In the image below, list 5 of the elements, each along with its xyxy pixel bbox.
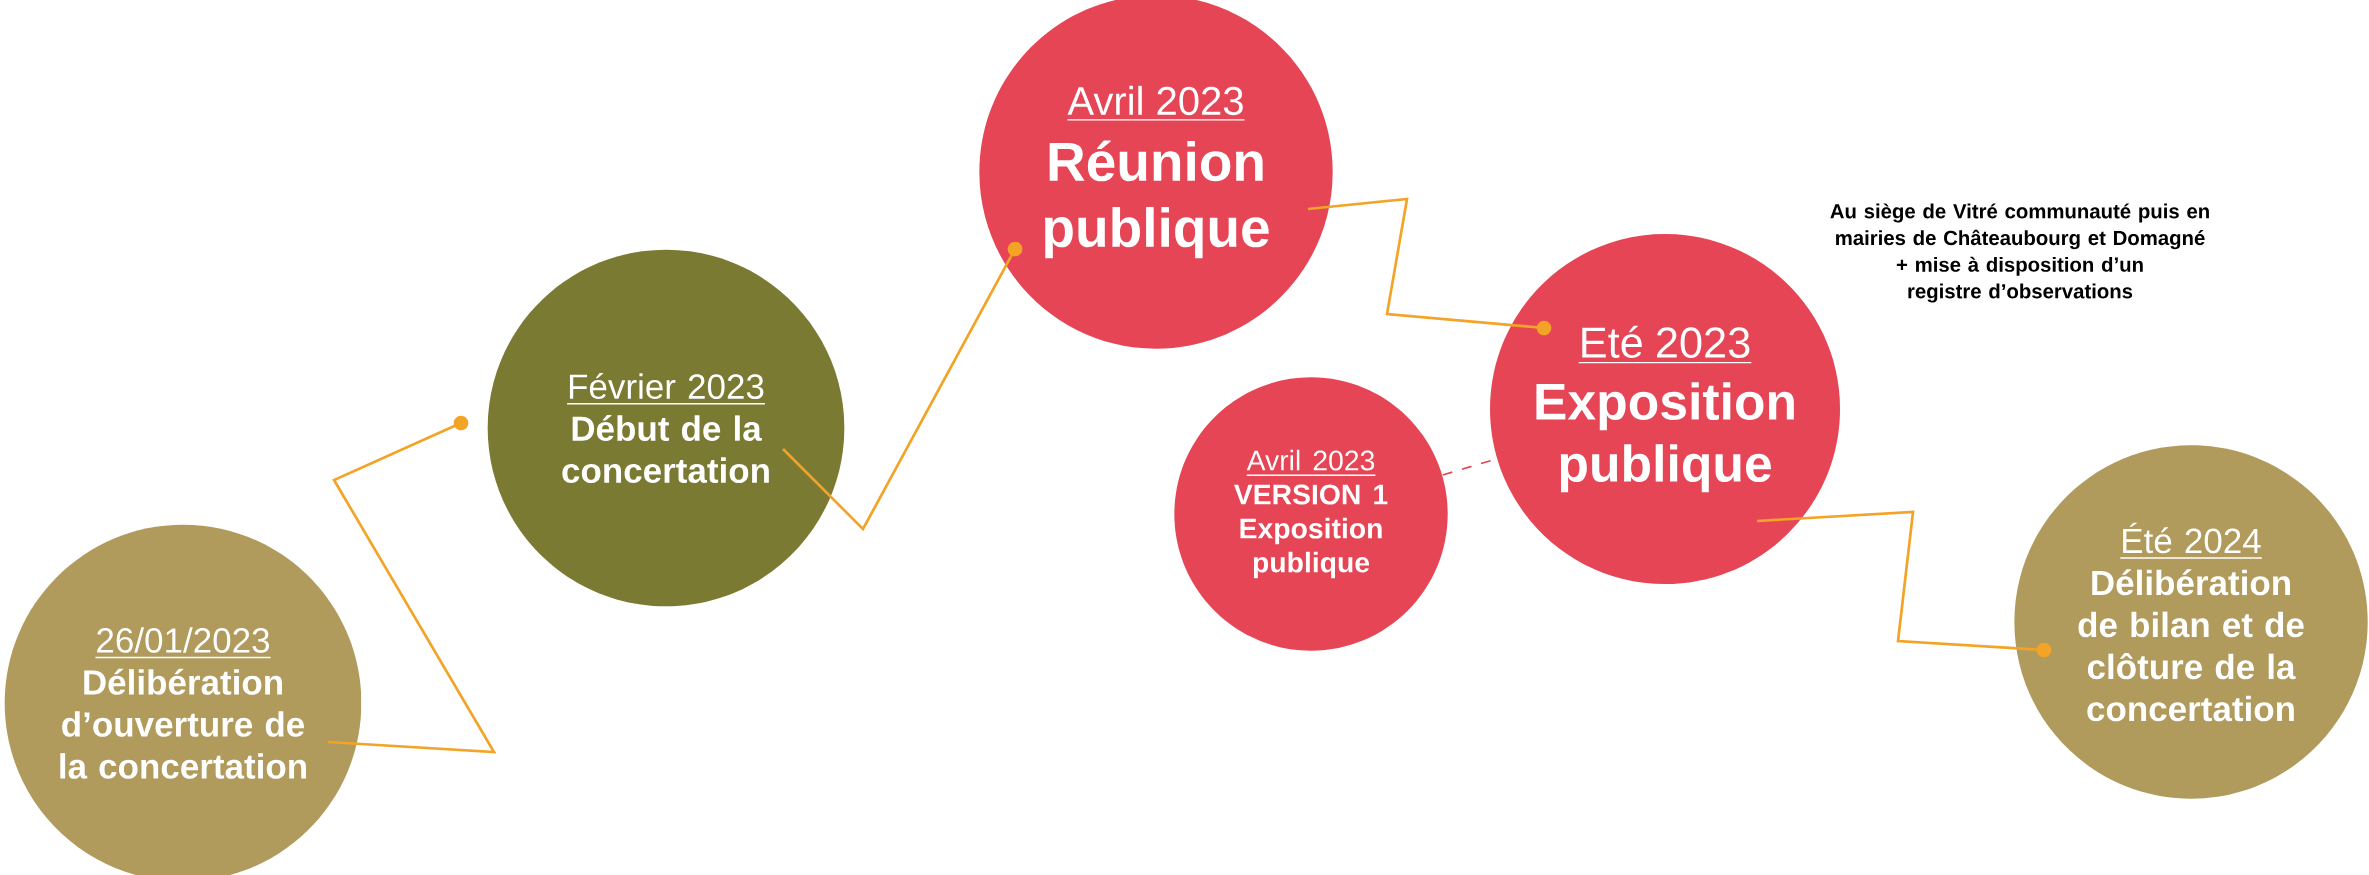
connector-line: [782, 241, 1023, 532]
connector-line: [1307, 197, 1552, 336]
connector-line: [327, 415, 497, 754]
connector-line: [1756, 510, 2052, 658]
note-text: + mise à disposition d’un registre d’observations: [1896, 256, 2143, 303]
